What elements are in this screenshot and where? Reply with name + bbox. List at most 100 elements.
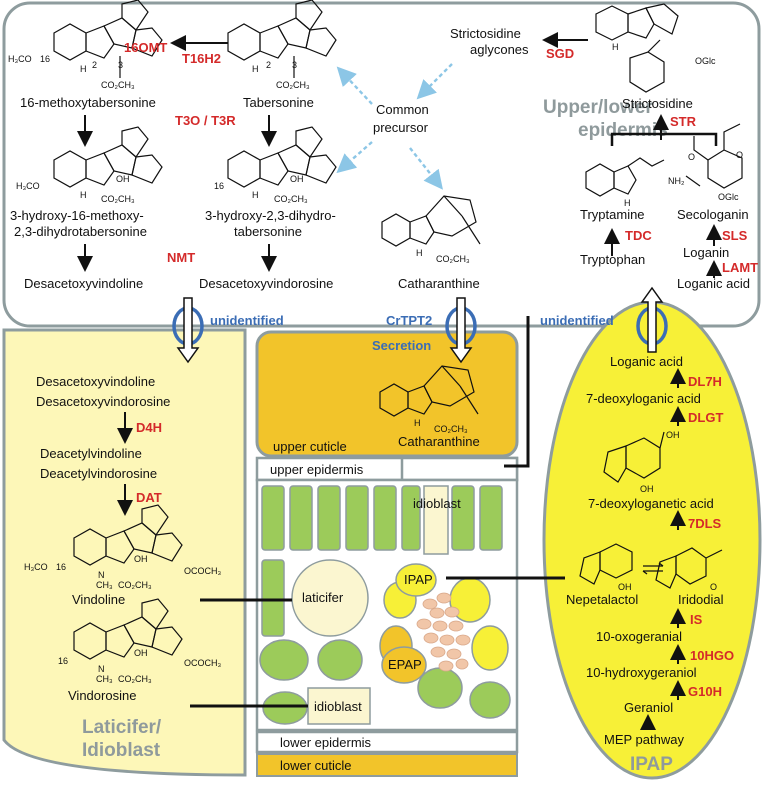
- svg-text:OGlc: OGlc: [718, 192, 739, 202]
- lat-compound-desacetoxyvindoline: Desacetoxyvindoline: [36, 374, 155, 389]
- structure-catharanthine: [381, 195, 481, 247]
- svg-text:16: 16: [56, 562, 66, 572]
- laticifer-label: laticifer: [302, 590, 344, 605]
- svg-text:16: 16: [40, 54, 50, 64]
- epap-cell-label: EPAP: [388, 657, 422, 672]
- svg-text:OGlc: OGlc: [695, 56, 716, 66]
- enzyme-sgd: SGD: [546, 46, 574, 61]
- enzyme-10hgo: 10HGO: [690, 648, 734, 663]
- enzyme-d4h: D4H: [136, 420, 162, 435]
- structure-secologanin: [685, 123, 743, 189]
- svg-text:H: H: [80, 190, 87, 200]
- svg-text:3: 3: [292, 60, 297, 70]
- svg-text:OH: OH: [290, 174, 304, 184]
- svg-text:H: H: [624, 198, 631, 208]
- svg-text:O: O: [736, 150, 743, 160]
- enzyme-t16h2: T16H2: [182, 51, 221, 66]
- transporter-right: [636, 286, 668, 353]
- region-title-laticifer-1: Laticifer/: [82, 717, 162, 738]
- compound-3-hydroxy-dihydro-line1: 3-hydroxy-2,3-dihydro-: [205, 208, 336, 223]
- ipap-compound-loganic-acid: Loganic acid: [610, 354, 683, 369]
- structure-strictosidine: [595, 3, 679, 93]
- enzyme-t3o-t3r: T3O / T3R: [175, 113, 236, 128]
- lower-cuticle-label: lower cuticle: [280, 758, 352, 773]
- compound-3-hydroxy-16-methoxy-line2: 2,3-dihydrotabersonine: [14, 224, 147, 239]
- svg-text:3: 3: [118, 60, 123, 70]
- structure-tryptamine: [585, 157, 665, 197]
- compound-strictosidine: Strictosidine: [622, 96, 693, 111]
- svg-text:O: O: [688, 152, 695, 162]
- compound-3-hydroxy-16-methoxy-line1: 3-hydroxy-16-methoxy-: [10, 208, 144, 223]
- enzyme-dl7h: DL7H: [688, 374, 722, 389]
- enzyme-dat: DAT: [136, 490, 162, 505]
- structure-3-hydroxy-16-methoxy: [53, 126, 163, 188]
- svg-text:O: O: [710, 582, 717, 592]
- svg-text:H: H: [416, 248, 423, 258]
- leaf-cross-section: [255, 330, 519, 777]
- svg-text:OCOCH₃: OCOCH₃: [184, 566, 221, 576]
- transporter-center-label: CrTPT2: [386, 313, 432, 328]
- structure-tabersonine: [227, 0, 337, 78]
- svg-text:OH: OH: [116, 174, 130, 184]
- compound-loganic-acid: Loganic acid: [677, 276, 750, 291]
- svg-text:2: 2: [92, 60, 97, 70]
- structure-3-hydroxy-dihydrotabersonine: [227, 126, 337, 188]
- region-title-epidermis-2: epidermis: [578, 120, 668, 141]
- svg-text:16: 16: [58, 656, 68, 666]
- idioblast-top-cell: [423, 485, 449, 555]
- svg-text:OH: OH: [640, 484, 654, 494]
- structure-catharanthine-secreted: [379, 365, 479, 417]
- svg-text:OH: OH: [134, 648, 148, 658]
- svg-text:CO₂CH₃: CO₂CH₃: [118, 674, 152, 684]
- enzyme-sls: SLS: [722, 228, 748, 243]
- ipap-compound-nepetalactol: Nepetalactol: [566, 592, 638, 607]
- lat-compound-vindoline: Vindoline: [72, 592, 125, 607]
- compound-strictosidine-aglycones-2: aglycones: [470, 42, 529, 57]
- enzyme-str: STR: [670, 114, 697, 129]
- upper-epidermis-label: upper epidermis: [270, 462, 364, 477]
- ipap-compound-iridodial: Iridodial: [678, 592, 724, 607]
- structure-7-deoxyloganetic-acid: [603, 431, 665, 483]
- structure-vindoline: [73, 504, 183, 566]
- svg-text:CO₂CH₃: CO₂CH₃: [118, 580, 152, 590]
- idioblast-top-label: idioblast: [413, 496, 461, 511]
- compound-tryptophan: Tryptophan: [580, 252, 645, 267]
- lower-epidermis-label: lower epidermis: [280, 735, 372, 750]
- svg-text:N: N: [98, 664, 105, 674]
- lower-cuticle-band: [256, 753, 518, 777]
- svg-text:H₃CO: H₃CO: [16, 181, 40, 191]
- laticifer-region: [2, 328, 247, 777]
- svg-text:H₃CO: H₃CO: [8, 54, 32, 64]
- svg-text:N: N: [98, 570, 105, 580]
- secretion-area: [255, 330, 519, 458]
- svg-text:CO₂CH₃: CO₂CH₃: [276, 80, 310, 90]
- svg-text:CO₂CH₃: CO₂CH₃: [274, 194, 308, 204]
- region-title-epidermis-1: Upper/lower: [543, 97, 653, 118]
- lat-compound-vindorosine: Vindorosine: [68, 688, 136, 703]
- structure-vindorosine: [73, 598, 183, 660]
- epap-cell: [381, 646, 427, 684]
- ipap-cell: [395, 563, 437, 597]
- enzyme-lamt: LAMT: [722, 260, 758, 275]
- svg-text:OH: OH: [618, 582, 632, 592]
- compound-common-precursor-2: precursor: [373, 120, 429, 135]
- idioblast-bottom-label: idioblast: [314, 699, 362, 714]
- svg-text:16: 16: [214, 181, 224, 191]
- svg-text:2: 2: [266, 60, 271, 70]
- compound-secologanin: Secologanin: [677, 207, 749, 222]
- structure-iridodial: [655, 547, 723, 589]
- ipap-compound-10-oxogeranial: 10-oxogeranial: [596, 629, 682, 644]
- upper-cuticle-label: upper cuticle: [273, 439, 347, 454]
- svg-text:OH: OH: [666, 430, 680, 440]
- lat-compound-deacetylvindoline: Deacetylvindoline: [40, 446, 142, 461]
- compound-tabersonine: Tabersonine: [243, 95, 314, 110]
- compound-16-methoxytabersonine: 16-methoxytabersonine: [20, 95, 156, 110]
- svg-text:H: H: [612, 42, 619, 52]
- enzyme-dlgt: DLGT: [688, 410, 723, 425]
- transporter-left-label: unidentified: [210, 313, 284, 328]
- lower-epidermis-band: [255, 730, 519, 754]
- compound-common-precursor-1: Common: [376, 102, 429, 117]
- svg-text:CH₃: CH₃: [96, 580, 113, 590]
- svg-text:CO₂CH₃: CO₂CH₃: [101, 194, 135, 204]
